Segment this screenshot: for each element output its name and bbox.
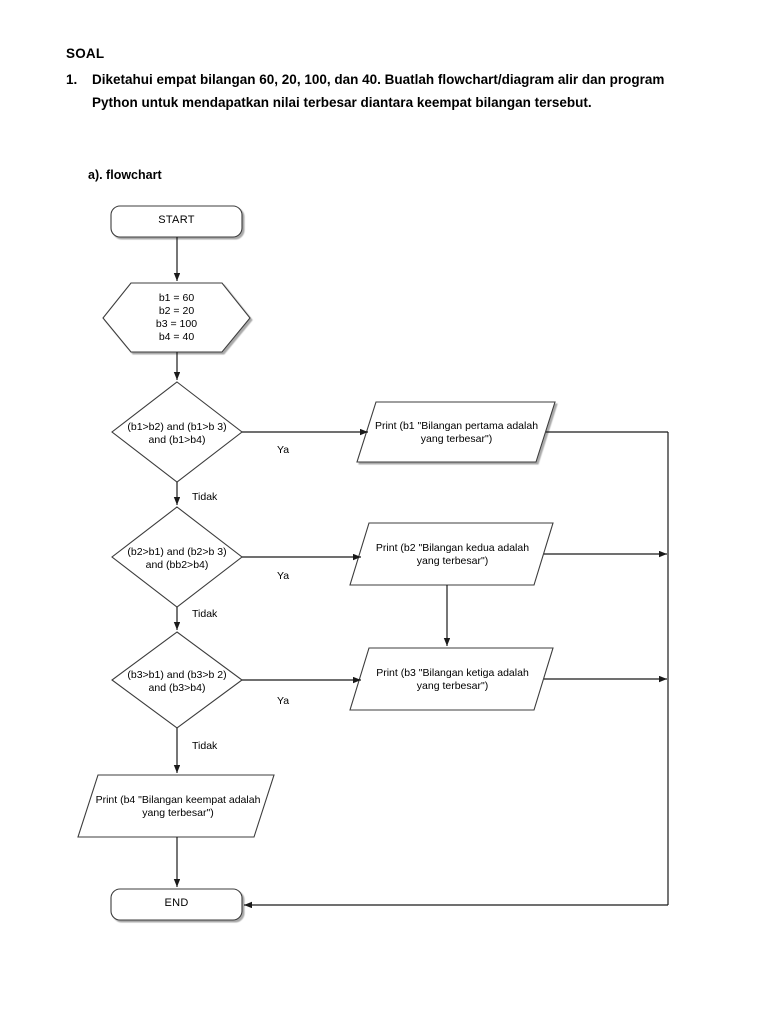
document-header: SOAL 1. Diketahui empat bilangan 60, 20,… xyxy=(66,46,706,114)
node-decision-1 xyxy=(111,381,243,483)
node-output-b4 xyxy=(77,774,275,838)
node-decision-2 xyxy=(111,506,243,608)
edge-label-no-1: Tidak xyxy=(192,491,218,503)
node-decision-3 xyxy=(111,631,243,729)
node-output-b3 xyxy=(349,647,554,711)
section-label-flowchart: a). flowchart xyxy=(88,168,162,182)
edge-label-yes-1: Ya xyxy=(277,444,290,456)
node-end xyxy=(110,888,243,921)
question-text: Diketahui empat bilangan 60, 20, 100, da… xyxy=(92,72,665,111)
edge-label-yes-2: Ya xyxy=(277,570,290,582)
node-start xyxy=(110,205,243,238)
node-init-hexagon xyxy=(102,282,251,353)
page-title: SOAL xyxy=(66,46,105,61)
node-output-b2 xyxy=(349,522,554,586)
question-number: 1. xyxy=(66,72,78,87)
node-output-b1 xyxy=(356,401,556,463)
edge-label-no-2: Tidak xyxy=(192,608,218,620)
edge-label-yes-3: Ya xyxy=(277,695,290,707)
question-item: 1. Diketahui empat bilangan 60, 20, 100,… xyxy=(66,68,706,114)
edge-label-no-3: Tidak xyxy=(192,740,218,752)
